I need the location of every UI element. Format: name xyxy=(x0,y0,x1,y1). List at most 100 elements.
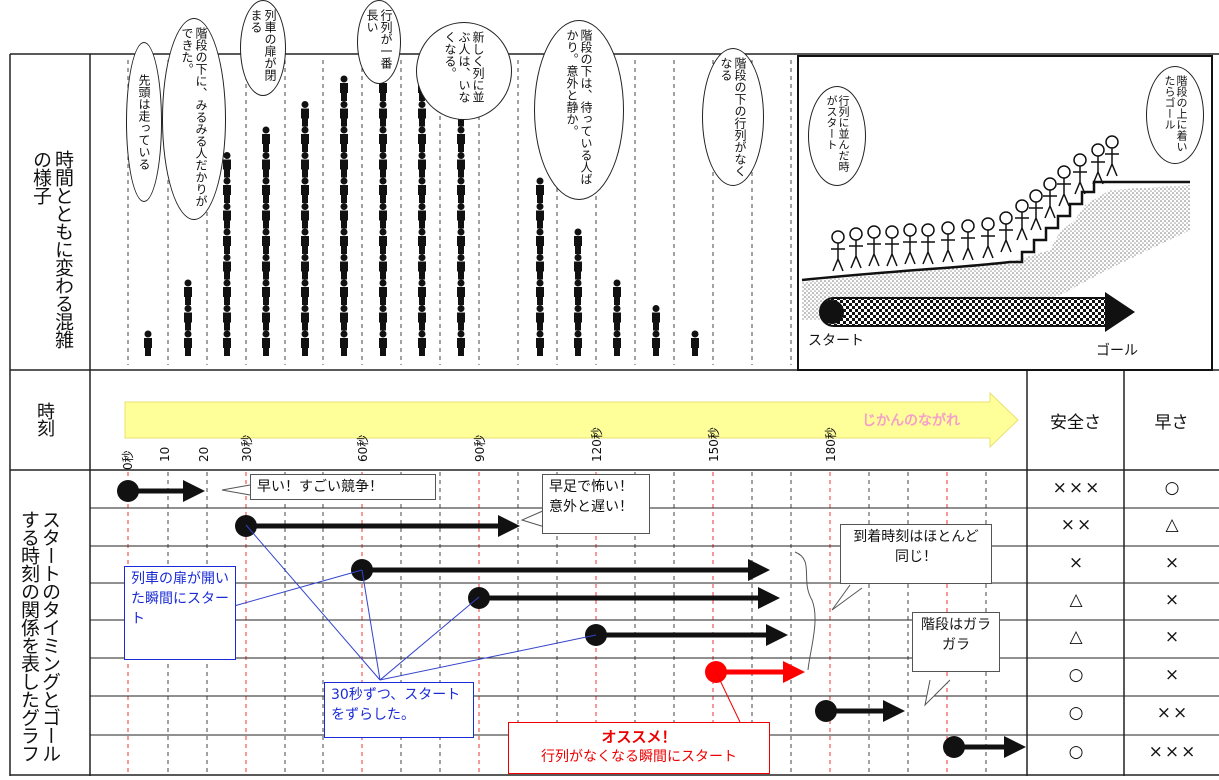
queue-person xyxy=(340,305,348,331)
queue-person xyxy=(536,203,544,229)
timing-arrow xyxy=(585,624,788,646)
queue-person xyxy=(262,228,270,254)
stick-person xyxy=(999,211,1013,253)
queue-person xyxy=(223,254,231,280)
flow-arrow xyxy=(124,391,1019,449)
stick-person xyxy=(1073,153,1087,195)
stick-person xyxy=(1091,143,1105,185)
queue-person xyxy=(340,152,348,178)
queue-person xyxy=(613,330,621,356)
safety-mark: △ xyxy=(1069,590,1085,610)
queue-person xyxy=(536,279,544,305)
queue-person xyxy=(418,152,426,178)
tick-10: 10 xyxy=(158,446,172,462)
stick-person xyxy=(903,223,917,265)
queue-person xyxy=(379,279,387,305)
goal-label: ゴール xyxy=(1096,343,1138,359)
queue-person xyxy=(223,305,231,331)
queue-person xyxy=(340,203,348,229)
bubble-leader-running: 先頭は走っている xyxy=(126,42,162,202)
queue-person xyxy=(301,126,309,152)
bubble-no-new: 新しく列に並ぶ人は、いなくなる。 xyxy=(416,22,512,120)
stick-figures xyxy=(831,135,1119,272)
queue-person xyxy=(457,152,465,178)
queue-person xyxy=(223,228,231,254)
timing-arrow xyxy=(117,480,205,502)
queue-person xyxy=(418,203,426,229)
queue-person xyxy=(340,177,348,203)
queue-person xyxy=(301,330,309,356)
safety-mark: ××× xyxy=(1052,478,1102,498)
start-label: スタート xyxy=(808,333,864,349)
queue-person xyxy=(223,330,231,356)
queue-person xyxy=(418,228,426,254)
queue-person xyxy=(301,101,309,127)
stick-person xyxy=(849,227,863,269)
queue-person xyxy=(340,254,348,280)
queue-person xyxy=(379,330,387,356)
start-goal-arrow xyxy=(819,297,1121,327)
queue-person xyxy=(379,254,387,280)
queue-person xyxy=(262,305,270,331)
queue-person xyxy=(301,152,309,178)
queue-person xyxy=(301,203,309,229)
queue-person xyxy=(536,254,544,280)
queue-person xyxy=(457,203,465,229)
bubble-door-closes: 列車の扉が閉まる xyxy=(240,0,286,96)
queue-person xyxy=(379,152,387,178)
stick-person xyxy=(921,223,935,265)
queue-person xyxy=(574,330,582,356)
queue-person xyxy=(301,254,309,280)
queue-person xyxy=(652,330,660,356)
bubble-crowd-forms: 階段の下に、みるみる人だかりができた。 xyxy=(162,18,226,220)
timing-arrow xyxy=(468,587,780,609)
stick-person xyxy=(1105,135,1119,177)
queue-person xyxy=(418,254,426,280)
queue-person xyxy=(301,279,309,305)
queue-person xyxy=(184,305,192,331)
start-goal-arrows xyxy=(117,480,1026,758)
queue-person xyxy=(457,305,465,331)
queue-person xyxy=(574,228,582,254)
stick-person xyxy=(961,219,975,261)
queue-person xyxy=(379,177,387,203)
queue-person xyxy=(262,330,270,356)
queue-person xyxy=(652,305,660,331)
stick-person xyxy=(1043,177,1057,219)
stick-person xyxy=(941,221,955,263)
queue-person xyxy=(418,177,426,203)
safety-mark: ×× xyxy=(1060,515,1094,535)
queue-person xyxy=(340,75,348,101)
queue-person xyxy=(418,101,426,127)
queue-person xyxy=(340,228,348,254)
queue-person xyxy=(457,177,465,203)
flow-label: じかんのながれ xyxy=(862,413,960,429)
congestion-label: 時間とともに変わる混雑の様子 xyxy=(30,150,74,348)
tick-150: 150秒 xyxy=(707,427,721,462)
stick-person xyxy=(981,217,995,259)
queue-person xyxy=(457,279,465,305)
queue-person xyxy=(457,330,465,356)
queue-person xyxy=(262,279,270,305)
queue-person xyxy=(379,101,387,127)
callout-stairs: 階段はガラガラ xyxy=(912,612,1000,672)
timing-arrow xyxy=(943,736,1026,758)
bubble-queue-start: 行列に並んだ時がスタート xyxy=(808,86,866,186)
queue-person xyxy=(301,305,309,331)
stick-person xyxy=(1015,199,1029,241)
callout-door-open: 列車の扉が開いた瞬間にスタート xyxy=(124,566,236,660)
stick-person xyxy=(1029,189,1043,231)
queue-person xyxy=(340,101,348,127)
queue-person xyxy=(184,279,192,305)
queue-person xyxy=(418,126,426,152)
queue-person xyxy=(262,254,270,280)
queue-person xyxy=(223,203,231,229)
queue-person xyxy=(536,177,544,203)
queue-person xyxy=(536,330,544,356)
queue-person xyxy=(457,228,465,254)
speed-mark: × xyxy=(1164,665,1182,685)
queue-person xyxy=(184,330,192,356)
queue-person xyxy=(613,305,621,331)
